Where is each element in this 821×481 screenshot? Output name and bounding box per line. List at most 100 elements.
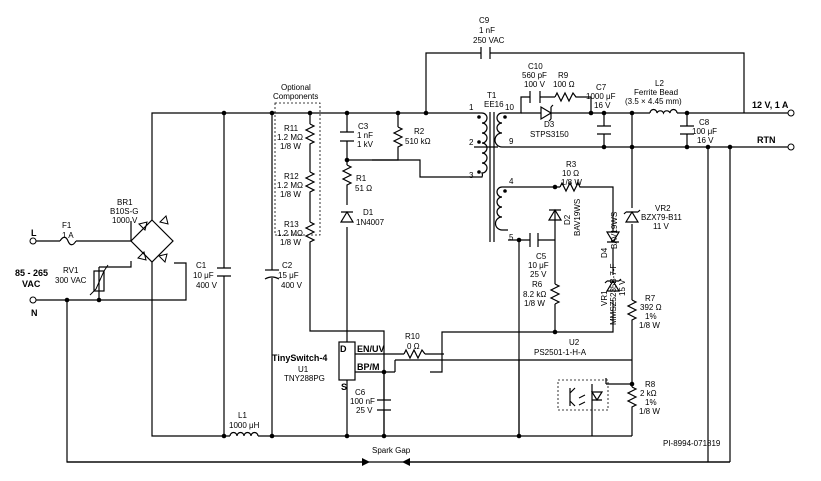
c5-ref: C5: [536, 252, 547, 261]
c9-ref: C9: [479, 16, 490, 25]
optocoupler-u2-symbol: [557, 379, 609, 411]
resistor-r12-symbol: [304, 171, 316, 195]
diode-d1-symbol: [339, 210, 355, 223]
u1-pin-bp: BP/M: [357, 362, 380, 372]
r7-ref: R7: [645, 294, 656, 303]
tinyswitch-u1-symbol: [338, 341, 362, 381]
r2-ref: R2: [414, 127, 425, 136]
t1-ref: T1: [487, 91, 497, 100]
t1-pin2: 2: [469, 138, 474, 147]
f1-ref: F1: [62, 221, 72, 230]
d2-ref: D2: [563, 214, 572, 225]
capacitor-c8-symbol: [680, 125, 694, 135]
labels: L N 85 - 265 VAC F1 1 A RV1 300 VAC BR1 …: [15, 16, 789, 455]
c1-ref: C1: [196, 261, 207, 270]
c10-value: 560 pF: [522, 71, 547, 80]
capacitor-c3-symbol: [340, 131, 354, 142]
resistor-r3-symbol: [559, 181, 582, 193]
r7-rating: 1/8 W: [639, 321, 660, 330]
diode-d3-symbol: [540, 104, 569, 122]
d4-ref: D4: [600, 247, 609, 258]
r11-ref: R11: [284, 124, 299, 133]
optional-line1: Optional: [281, 83, 311, 92]
c2-ref: C2: [282, 261, 293, 270]
c3-rating: 1 kV: [357, 140, 374, 149]
c6-value: 100 nF: [350, 397, 375, 406]
resistor-r8-symbol: [626, 386, 638, 410]
d1-part: 1N4007: [356, 218, 385, 227]
ferrite-l2-symbol: [649, 108, 678, 115]
r6-ref: R6: [532, 280, 543, 289]
t1-core: EE16: [484, 100, 504, 109]
d1-ref: D1: [363, 208, 374, 217]
resistor-r6-symbol: [549, 283, 561, 305]
optional-line2: Components: [273, 92, 318, 101]
spark-gap-label: Spark Gap: [372, 446, 411, 455]
d4-part: BAV19WS: [610, 212, 619, 249]
terminal-12v: [787, 109, 795, 117]
capacitor-c10-symbol: [529, 91, 541, 103]
capacitor-c1-symbol: [217, 267, 231, 277]
br1-part: B10S-G: [110, 207, 138, 216]
bridge-br1-symbol: [130, 215, 174, 282]
c7-rating: 16 V: [594, 101, 611, 110]
c8-rating: 16 V: [697, 136, 714, 145]
r1-ref: R1: [356, 174, 367, 183]
d3-part: STPS3150: [530, 130, 569, 139]
r11-value: 1.2 MΩ: [277, 133, 303, 142]
diode-d2-symbol: [547, 208, 563, 221]
c9-value: 1 nF: [479, 26, 495, 35]
t1-pin9: 9: [509, 137, 514, 146]
d2-part: BAV19WS: [573, 199, 582, 236]
c2-value: 15 μF: [278, 271, 299, 280]
zener-vr2-symbol: [623, 209, 641, 223]
terminal-l: [29, 237, 37, 245]
resistor-r1-symbol: [341, 164, 353, 186]
u1-pin-d: D: [340, 344, 347, 354]
r13-value: 1.2 MΩ: [277, 229, 303, 238]
vr2-ref: VR2: [655, 204, 671, 213]
u2-ref: U2: [569, 338, 580, 347]
diode-d4-symbol: [605, 231, 621, 244]
label-n: N: [31, 308, 38, 318]
r7-tolerance: 1%: [645, 312, 657, 321]
label-l: L: [31, 228, 37, 238]
output-voltage: 12 V, 1 A: [752, 100, 789, 110]
t1-pin5: 5: [509, 233, 514, 242]
c7-ref: C7: [596, 83, 607, 92]
vr1-ref: VR1: [600, 290, 609, 306]
l2-part: Ferrite Bead: [634, 88, 678, 97]
vr1-rating: 15 V: [618, 279, 627, 296]
r8-value: 2 kΩ: [640, 389, 657, 398]
l1-value: 1000 μH: [229, 421, 260, 430]
output-rtn: RTN: [757, 135, 776, 145]
c3-value: 1 nF: [357, 131, 373, 140]
capacitor-c7-symbol: [597, 125, 611, 135]
u1-part: TNY288PG: [284, 374, 325, 383]
varistor-rv1-symbol: [89, 264, 109, 296]
drawing-number: PI-8994-071819: [663, 439, 721, 448]
t1-pin10: 10: [505, 103, 514, 112]
u1-pin-s: S: [341, 382, 347, 392]
r3-rating: 1/8 W: [561, 178, 582, 187]
r1-value: 51 Ω: [355, 184, 372, 193]
r13-ref: R13: [284, 220, 299, 229]
junction-dots: [64, 110, 733, 439]
r12-value: 1.2 MΩ: [277, 181, 303, 190]
vr2-rating: 11 V: [653, 222, 670, 231]
l2-size: (3.5 × 4.45 mm): [625, 97, 682, 106]
r3-value: 10 Ω: [562, 169, 579, 178]
u1-ref: U1: [298, 365, 309, 374]
d3-ref: D3: [544, 120, 555, 129]
capacitor-c5-symbol: [529, 233, 539, 247]
r8-rating: 1/8 W: [639, 407, 660, 416]
r7-value: 392 Ω: [640, 303, 662, 312]
r9-value: 100 Ω: [553, 80, 575, 89]
c1-rating: 400 V: [196, 281, 218, 290]
inductor-l1-symbol: [229, 431, 259, 437]
resistor-r11-symbol: [304, 123, 316, 147]
r10-value: 0 Ω: [407, 342, 420, 351]
resistor-r7-symbol: [626, 299, 638, 323]
u2-part: PS2501-1-H-A: [534, 348, 587, 357]
